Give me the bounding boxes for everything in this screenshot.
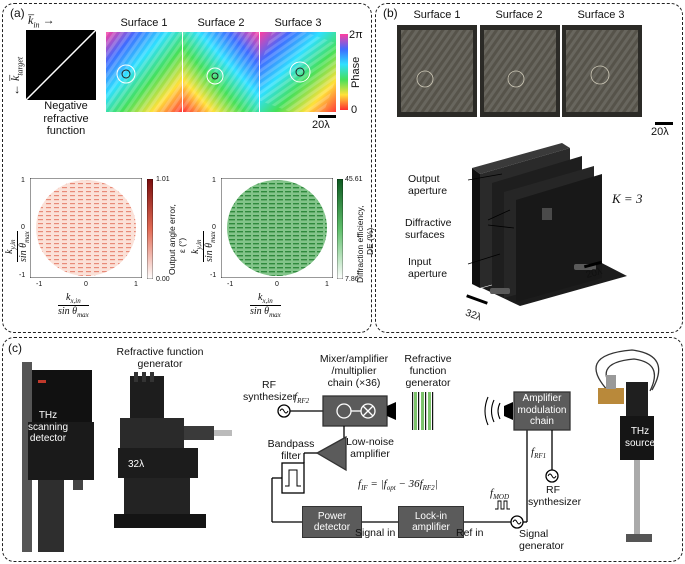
surface-3-title: Surface 3	[274, 17, 322, 29]
negative-refractive-function-plot	[26, 30, 96, 100]
error-xtick-right: 1	[134, 281, 138, 288]
diffractive-surfaces-label: Diffractive surfaces	[405, 217, 452, 242]
refractive-generator-photo	[114, 372, 232, 528]
phase-colorbar	[340, 34, 348, 110]
error-ytick-bot: -1	[19, 272, 26, 279]
de-cbar-max: 45.61	[345, 176, 363, 183]
scale-bar-a	[318, 115, 336, 118]
ref-in-label: Ref in	[456, 527, 484, 539]
phase-bottom-label: 0	[351, 104, 358, 116]
f-rf2-label: fRF2	[294, 391, 310, 406]
panel-b	[375, 3, 683, 333]
de-xtick-right: 1	[325, 281, 329, 288]
thz-scanning-detector-photo	[18, 362, 98, 552]
negative-refractive-function-title: Negative refractive function	[43, 100, 89, 138]
power-detector-box: Power detector	[302, 506, 362, 538]
surface-1-title: Surface 1	[120, 17, 168, 29]
f-rf1-label: fRF1	[531, 446, 547, 461]
panel-a	[2, 3, 372, 333]
diffraction-efficiency-map	[221, 178, 333, 278]
k-equals-label: K = 3	[612, 191, 643, 206]
output-aperture-label: Output aperture	[408, 173, 448, 198]
low-noise-amplifier-label: Low-noise amplifier	[346, 436, 394, 461]
surface-2-photo-title: Surface 2	[495, 9, 543, 21]
de-ytick-bot: -1	[210, 272, 217, 279]
de-ytick-top: 1	[212, 177, 216, 184]
de-cbar-min: 7.86	[345, 276, 359, 283]
panel-b-label: (b)	[383, 6, 398, 20]
thz-source-label: THz source	[624, 426, 655, 449]
phase-map-surface-3	[260, 32, 336, 112]
scale-bar-a-label: 20λ	[312, 119, 330, 131]
phase-top-label: 2π	[349, 29, 363, 41]
surface-3-photo	[562, 25, 642, 117]
refractive-function-generator-label: Refractive function generator	[404, 353, 452, 390]
f-if-equation: fIF = |fopt − 36fRF2|	[358, 478, 438, 493]
panel-c	[2, 337, 683, 562]
f-mod-label: fMOD	[490, 487, 510, 502]
bandpass-filter-label: Bandpass filter	[267, 438, 315, 463]
k-in-label: k̅in →	[28, 13, 55, 30]
error-cbar-max: 1.01	[156, 176, 170, 183]
signal-generator-label: Signal generator	[519, 528, 564, 553]
thz-scanning-detector-label: THz scanning detector	[27, 410, 69, 444]
signal-in-label: Signal in	[355, 527, 396, 539]
mixer-chain-label: Mixer/amplifier /multiplier chain (×36)	[319, 353, 389, 390]
rf-synthesizer-left-label: RF synthesizer	[243, 379, 297, 404]
output-angle-error-map	[30, 178, 142, 278]
surface-2-photo	[480, 25, 560, 117]
error-ytick-top: 1	[21, 177, 25, 184]
amplifier-modulation-chain-label: Amplifier modulation chain	[517, 393, 567, 427]
error-xtick-left: -1	[36, 281, 43, 288]
de-colorbar	[337, 179, 343, 279]
device-3d-render	[472, 143, 627, 306]
panel-a-label: (a)	[10, 6, 25, 20]
surface-3-photo-title: Surface 3	[577, 9, 625, 21]
phase-map-surface-2	[183, 32, 259, 112]
scale-bar-b	[655, 122, 673, 125]
phase-map-surface-1	[106, 32, 182, 112]
surface-1-photo	[397, 25, 477, 117]
error-colorbar	[147, 179, 153, 279]
callout-lines	[467, 173, 515, 265]
input-aperture-label: Input aperture	[408, 256, 448, 281]
de-xtick-left: -1	[227, 281, 234, 288]
lock-in-amplifier-box: Lock-in amplifier	[398, 506, 464, 538]
error-cbar-min: 0.00	[156, 276, 170, 283]
rf-synthesizer-right-label: RF synthesizer	[528, 484, 582, 509]
error-ytick-mid: 0	[21, 224, 25, 231]
error-xtick-mid: 0	[84, 281, 88, 288]
de-xlabel: kx,in sin θmax	[250, 292, 281, 319]
surface-2-title: Surface 2	[197, 17, 245, 29]
error-xlabel: kx,in sin θmax	[58, 292, 89, 319]
refractive-generator-photo-label: Refractive function generator	[116, 346, 204, 371]
refractive-generator-scale: 32λ	[128, 459, 145, 470]
scale-bar-b-label: 20λ	[651, 126, 669, 138]
surface-1-photo-title: Surface 1	[413, 9, 461, 21]
de-xtick-mid: 0	[275, 281, 279, 288]
de-ytick-mid: 0	[212, 224, 216, 231]
panel-c-label: (c)	[8, 341, 22, 355]
